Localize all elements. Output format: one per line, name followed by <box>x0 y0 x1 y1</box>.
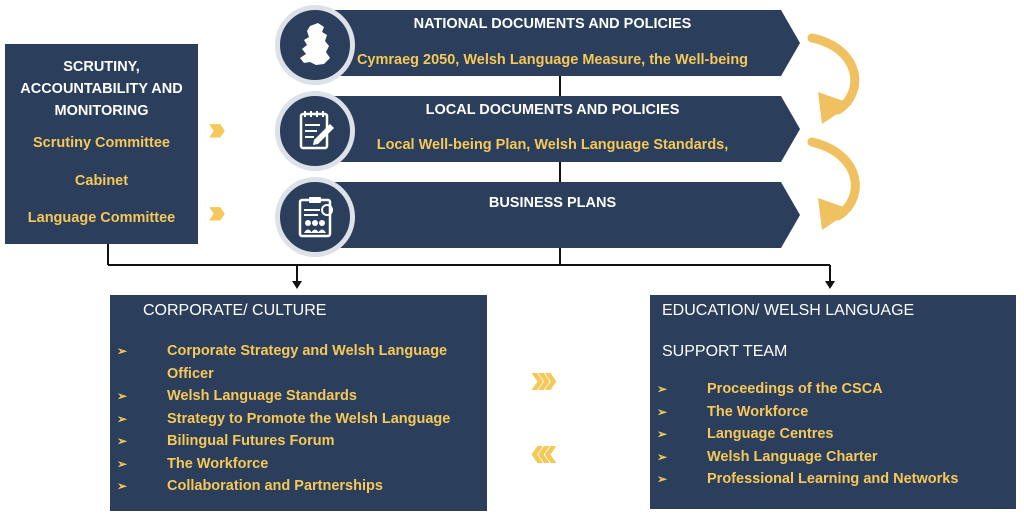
list-item: ➢Welsh Language Standards <box>117 388 357 404</box>
list-item: ➢The Workforce <box>657 403 809 420</box>
corporate-list: ➢Corporate Strategy and Welsh Language O… <box>110 340 487 498</box>
list-item: ➢Strategy to Promote the Welsh Language <box>117 410 451 427</box>
bar-subtitle: Local Well-being Plan, Welsh Language St… <box>376 137 729 153</box>
list-item: ➢Collaboration and Partnerships <box>117 478 383 494</box>
education-list: ➢Proceedings of the CSCA ➢The Workforce … <box>650 378 1016 491</box>
list-item: ➢Welsh Language Charter <box>657 448 878 465</box>
education-heading: EDUCATION/ WELSH LANGUAGE <box>662 302 915 319</box>
bar-title: NATIONAL DOCUMENTS AND POLICIES <box>413 16 692 32</box>
notepad-pen-icon <box>275 91 355 171</box>
scrutiny-title: SCRUTINY, ACCOUNTABILITY AND MONITORING <box>20 59 183 119</box>
right-chevrons: ››› <box>530 354 558 403</box>
list-item: ➢Bilingual Futures Forum <box>117 433 335 449</box>
scrutiny-box: SCRUTINY, ACCOUNTABILITY AND MONITORING … <box>5 44 198 244</box>
corporate-culture-box: CORPORATE/ CULTURE ➢Corporate Strategy a… <box>110 295 487 511</box>
bar-title: LOCAL DOCUMENTS AND POLICIES <box>425 102 680 118</box>
national-documents-bar: NATIONAL DOCUMENTS AND POLICIES Cymraeg … <box>305 10 800 76</box>
education-box: EDUCATION/ WELSH LANGUAGE SUPPORT TEAM ➢… <box>650 295 1016 509</box>
local-documents-bar: LOCAL DOCUMENTS AND POLICIES Local Well-… <box>305 96 800 162</box>
education-heading-line2: SUPPORT TEAM <box>662 343 788 360</box>
bar-title: BUSINESS PLANS <box>488 195 617 211</box>
list-item: ➢Language Centres <box>657 426 834 442</box>
scrutiny-item: Scrutiny Committee <box>33 135 170 151</box>
wales-map-icon <box>275 5 355 85</box>
scrutiny-item: Cabinet <box>74 173 129 189</box>
right-chevrons: ››› <box>208 193 226 231</box>
clipboard-team-icon <box>275 177 355 257</box>
bar-subtitle: Cymraeg 2050, Welsh Language Measure, th… <box>356 52 749 68</box>
list-item: ➢Proceedings of the CSCA <box>657 381 883 397</box>
list-item: ➢Corporate Strategy and Welsh Language O… <box>117 343 448 382</box>
list-item: ➢The Workforce <box>117 455 269 472</box>
right-chevrons: ››› <box>208 110 226 148</box>
corporate-heading: CORPORATE/ CULTURE <box>143 302 327 319</box>
list-item: ➢Professional Learning and Networks <box>657 471 959 487</box>
scrutiny-item: Language Committee <box>27 210 176 226</box>
left-chevrons: ‹‹‹ <box>530 427 558 476</box>
business-plans-bar: BUSINESS PLANS <box>305 182 800 248</box>
